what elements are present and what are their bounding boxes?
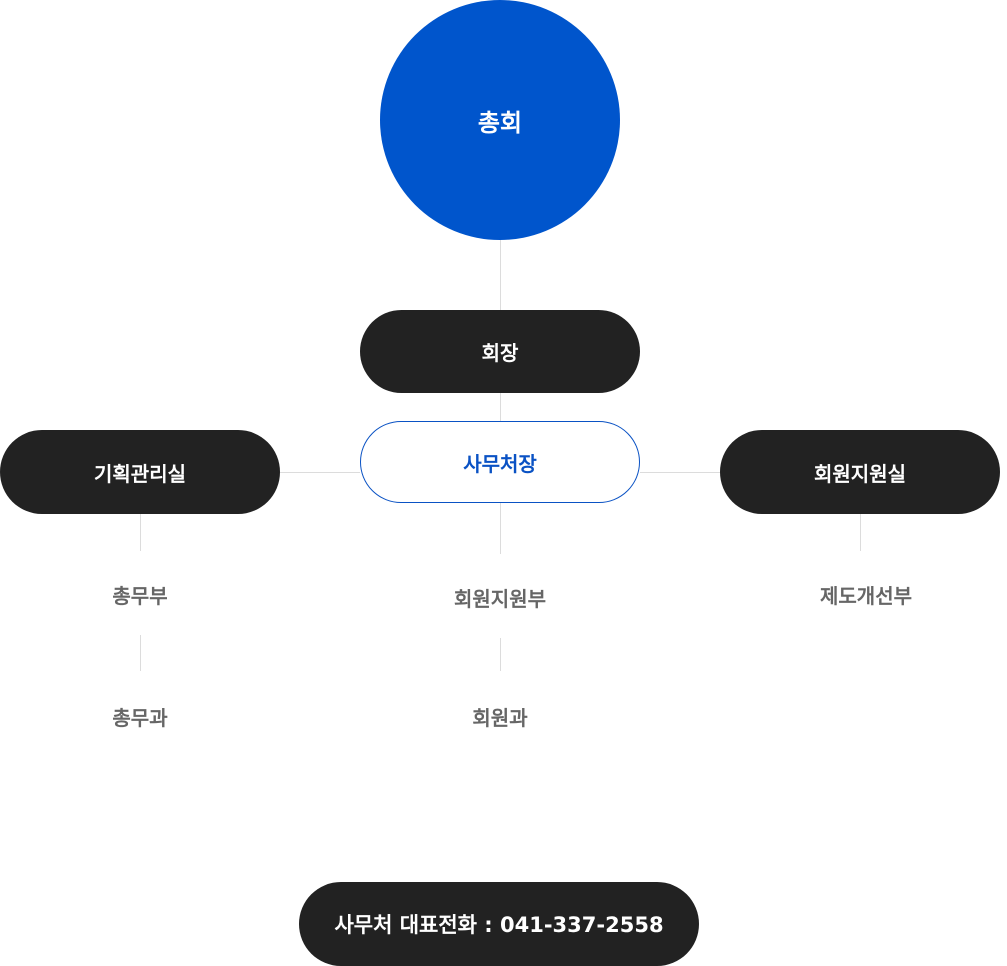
- connector-general-dept-team: [140, 635, 141, 671]
- member-support-office-node: 회원지원실: [720, 430, 1000, 514]
- connector-chairman-secretary: [500, 393, 501, 421]
- system-reform-dept: 제도개선부: [820, 584, 912, 608]
- connector-member-dept-team: [500, 638, 501, 671]
- member-team: 회원과: [472, 706, 528, 730]
- secretary-general-node: 사무처장: [360, 421, 640, 503]
- general-affairs-team: 총무과: [112, 706, 168, 730]
- chairman-node: 회장: [360, 310, 640, 393]
- office-phone-badge: 사무처 대표전화 : 041-337-2558: [299, 882, 699, 966]
- planning-office-node: 기획관리실: [0, 430, 280, 514]
- connector-secretary-member-dept: [500, 503, 501, 554]
- assembly-label: 총회: [477, 108, 523, 137]
- connector-planning-general-dept: [140, 514, 141, 551]
- connector-member-office-reform: [860, 514, 861, 551]
- connector-assembly-chairman: [500, 240, 501, 310]
- chairman-label: 회장: [481, 341, 519, 365]
- member-support-office-label: 회원지원실: [814, 461, 906, 486]
- connector-left-office: [280, 472, 360, 473]
- general-affairs-dept: 총무부: [112, 584, 168, 608]
- secretary-general-label: 사무처장: [463, 451, 537, 476]
- planning-office-label: 기획관리실: [94, 461, 186, 486]
- office-phone-text: 사무처 대표전화 : 041-337-2558: [334, 913, 664, 937]
- member-support-dept: 회원지원부: [454, 587, 546, 611]
- assembly-node: 총회: [380, 0, 620, 240]
- connector-right-office: [640, 472, 720, 473]
